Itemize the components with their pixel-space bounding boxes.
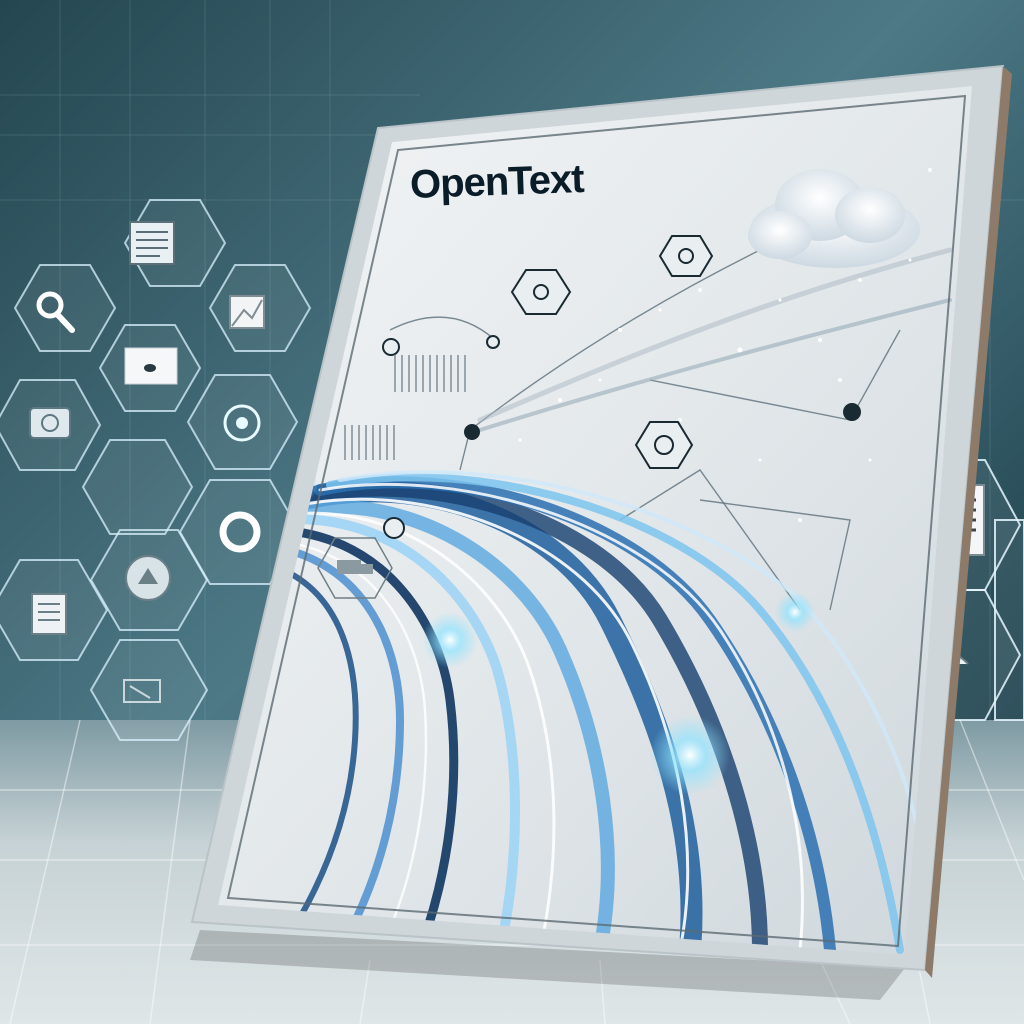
image-icon	[229, 295, 265, 329]
panel-edge	[925, 66, 1012, 978]
checklist-icon	[31, 593, 67, 635]
node-icons	[382, 235, 861, 539]
target-icon	[223, 404, 261, 442]
glow	[775, 592, 815, 632]
search-icon	[36, 291, 75, 333]
brand-logo: OpenText	[409, 156, 585, 208]
data-stream	[247, 247, 953, 955]
panel-surface	[218, 86, 972, 955]
folder-icon	[124, 347, 178, 385]
cloud-icon	[748, 169, 920, 268]
hexagon	[81, 439, 194, 535]
particles	[518, 168, 932, 522]
hexagon	[13, 264, 117, 352]
photo-icon	[29, 407, 71, 439]
document-icon	[129, 221, 175, 265]
node-icon	[383, 517, 405, 539]
node-icon	[634, 421, 694, 469]
truck-icon	[123, 679, 161, 703]
network-lines	[389, 249, 901, 611]
chart-icon	[125, 555, 171, 601]
hexagon	[89, 639, 209, 741]
node-icon	[658, 235, 714, 277]
circle-icon	[219, 511, 261, 553]
node-icon	[464, 424, 480, 440]
node-icon	[486, 335, 500, 349]
data-marks	[344, 355, 466, 460]
glow	[650, 715, 730, 795]
hexagon	[994, 519, 1024, 721]
truck-icon	[317, 537, 393, 599]
node-icon	[382, 338, 400, 356]
node-icon	[510, 269, 572, 315]
panel-inner-border	[226, 94, 967, 948]
panel-shadow	[190, 930, 905, 1000]
glow	[422, 612, 478, 668]
node-icon	[843, 403, 861, 421]
